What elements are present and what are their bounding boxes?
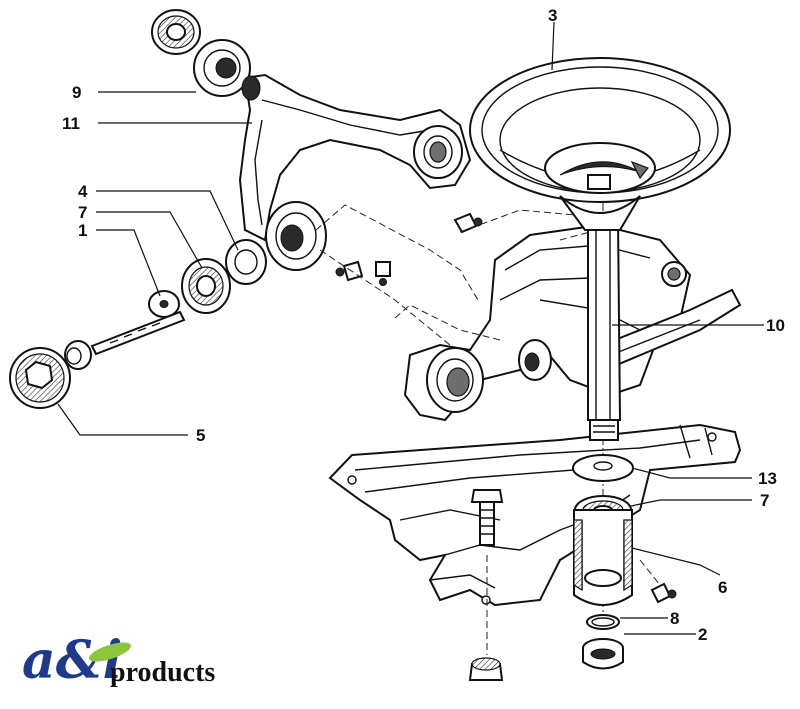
callout-13: 13 [631,467,777,488]
dust-cap-dish [469,57,731,231]
callout-4: 4 [78,182,239,251]
callout-6: 6 [631,547,727,597]
upper-bearing-set [151,9,261,101]
callout-11: 11 [62,114,252,133]
callout-2: 2 [624,625,707,644]
right-bearing-stack [572,454,634,670]
callout-10-label: 10 [766,316,785,335]
grease-fitting-upper [453,212,483,234]
callout-3-label: 3 [548,6,557,25]
logo-wordmark: products [110,657,215,688]
logo-leaf-icon [88,642,132,662]
lower-bolt-and-nut [468,489,504,681]
grease-fitting-mid-left [335,260,364,282]
callout-2-label: 2 [698,625,707,644]
callout-7-right-label: 7 [760,491,769,510]
steering-knuckle [403,223,742,422]
callout-8: 8 [620,609,679,628]
ai-products-logo: a&i products [22,630,215,691]
callout-9-label: 9 [72,83,81,102]
assembly-paths [315,204,661,655]
upper-control-arm [238,73,472,271]
callout-5: 5 [57,403,205,445]
callout-7-left-label: 7 [78,203,87,222]
logo-mark: a&i [22,630,122,691]
callout-6-label: 6 [718,578,727,597]
callout-7-right: 7 [630,491,769,510]
callout-5-label: 5 [196,426,205,445]
axle-frame [328,423,742,607]
callout-13-label: 13 [758,469,777,488]
callout-10: 10 [612,316,785,335]
callout-11-label: 11 [62,114,80,133]
callout-8-label: 8 [670,609,679,628]
grease-fitting-lower-right [650,582,677,604]
callout-7-left: 7 [78,203,203,269]
callout-3: 3 [548,6,557,71]
grease-fitting-mid [375,261,391,286]
callout-1: 1 [78,221,161,297]
left-bolt-stack [9,239,267,409]
callout-4-label: 4 [78,182,88,201]
callout-1-label: 1 [78,221,87,240]
callout-9: 9 [72,83,196,102]
